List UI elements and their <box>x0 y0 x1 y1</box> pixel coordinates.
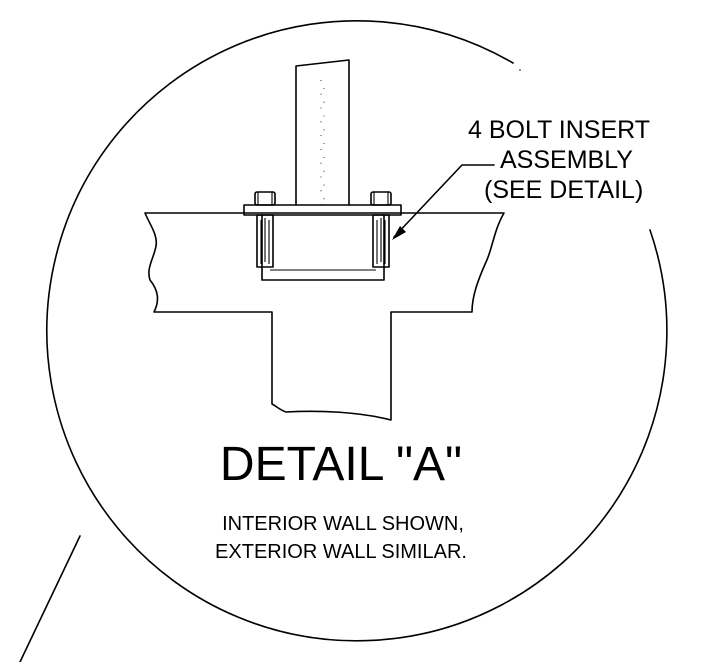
detail-title: DETAIL "A" <box>220 438 462 491</box>
insert-housing <box>261 214 385 281</box>
detail-circle-arc-main <box>46 20 668 642</box>
callout-arrowhead <box>392 226 406 240</box>
callout-line-1: 4 BOLT INSERT <box>468 116 650 144</box>
detail-note-line-2: EXTERIOR WALL SIMILAR. <box>215 541 467 563</box>
callout-line-2: ASSEMBLY <box>500 146 633 174</box>
detail-note-line-1: INTERIOR WALL SHOWN, <box>222 513 464 535</box>
bolt-left <box>254 191 276 268</box>
callout-leader-line <box>393 164 495 238</box>
callout-line-3: (SEE DETAIL) <box>484 176 643 204</box>
bolt-right <box>370 191 392 268</box>
detail-leader-line <box>19 535 81 662</box>
floor-slab-section <box>144 212 505 421</box>
base-plate <box>243 204 402 216</box>
steel-column <box>295 59 350 206</box>
